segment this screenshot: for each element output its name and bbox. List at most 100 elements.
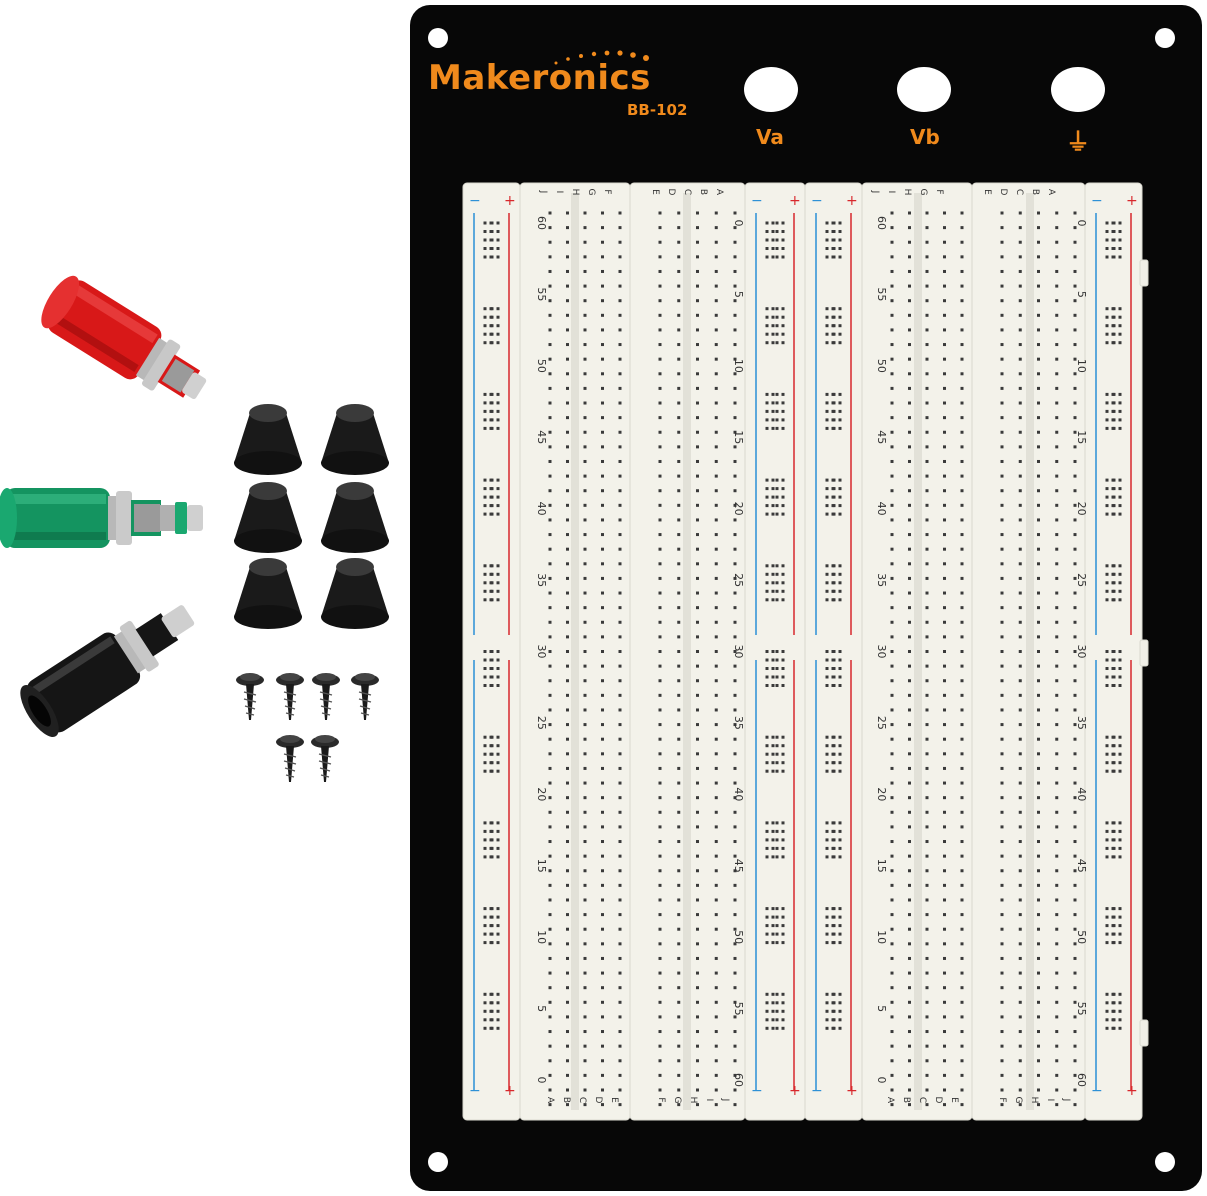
rail-hole (838, 915, 842, 919)
strip-hole (548, 1015, 552, 1019)
strip-hole (583, 533, 587, 537)
row-number: 40 (535, 502, 548, 516)
rail-hole (838, 675, 842, 679)
rail-hole (781, 581, 785, 585)
rail-hole (1118, 932, 1122, 936)
rail-hole (781, 744, 785, 748)
rail-hole (825, 1009, 829, 1013)
rail-hole (1112, 769, 1116, 773)
strip-hole (1073, 416, 1077, 420)
strip-hole (943, 723, 946, 727)
strip-hole (1037, 591, 1040, 595)
rail-hole (1112, 667, 1116, 670)
strip-hole (566, 547, 569, 551)
strip-hole (1055, 503, 1059, 507)
strip-hole (890, 547, 894, 551)
rail-hole (1112, 761, 1116, 765)
rail-minus-label: − (1091, 1083, 1103, 1099)
rail-hole (775, 1001, 779, 1005)
rail-hole (1112, 752, 1116, 756)
strip-hole (1037, 810, 1040, 814)
strip-hole (960, 766, 964, 770)
strip-hole (677, 401, 681, 405)
strip-hole (1055, 810, 1059, 814)
rail-hole (483, 332, 487, 336)
strip-hole (890, 240, 894, 244)
strip-hole (677, 708, 681, 712)
rail-hole (1118, 846, 1122, 850)
strip-hole (925, 401, 929, 405)
strip-hole (1073, 927, 1077, 931)
rail-hole (832, 341, 836, 345)
strip-hole (658, 226, 662, 230)
rail-hole (765, 1026, 769, 1030)
rail-hole (1105, 572, 1109, 576)
strip-hole (696, 445, 699, 449)
strip-hole (960, 796, 964, 800)
strip-hole (714, 1044, 718, 1048)
rail-hole (1105, 589, 1109, 593)
strip-hole (566, 489, 569, 493)
rail-hole (832, 418, 836, 422)
rail-hole (1118, 735, 1122, 739)
center-channel (683, 193, 691, 1110)
strip-hole (618, 357, 622, 361)
strip-hole (583, 445, 587, 449)
rail-hole (775, 675, 779, 679)
strip-hole (677, 1044, 681, 1048)
strip-hole (696, 620, 699, 624)
strip-hole (1018, 635, 1022, 639)
rail-hole (825, 495, 829, 499)
strip-hole (548, 898, 552, 902)
strip-hole (658, 533, 662, 537)
rail-hole (483, 1018, 487, 1022)
strip-hole (960, 883, 964, 887)
strip-hole (1055, 1103, 1059, 1107)
strip-hole (890, 620, 894, 624)
rail-hole (781, 667, 785, 670)
rail-hole (832, 915, 836, 919)
rail-hole (1118, 221, 1122, 225)
strip-hole (733, 679, 737, 683)
rail-hole (775, 581, 779, 585)
strip-hole (890, 796, 894, 800)
rail-hole (1105, 667, 1109, 670)
strip-hole (1018, 1000, 1022, 1004)
rail-hole (781, 307, 785, 311)
strip-hole (943, 430, 946, 434)
strip-hole (658, 299, 662, 303)
strip-hole (677, 606, 681, 610)
strip-hole (1000, 664, 1004, 668)
strip-hole (1000, 854, 1004, 858)
strip-hole (890, 1030, 894, 1034)
rail-hole (483, 392, 487, 396)
rail-plus-label: + (846, 193, 858, 209)
strip-hole (696, 693, 699, 697)
rail-hole (1105, 392, 1109, 396)
strip-hole (548, 737, 552, 741)
strip-hole (714, 810, 718, 814)
strip-hole (1037, 240, 1040, 244)
rail-hole (825, 1026, 829, 1030)
strip-hole (890, 1073, 894, 1077)
rail-hole (765, 564, 769, 568)
rail-hole (771, 1018, 775, 1022)
rail-hole (1105, 752, 1109, 756)
strip-hole (658, 898, 662, 902)
strip-hole (890, 226, 894, 230)
rail-hole (765, 1018, 769, 1022)
strip-hole (890, 781, 894, 785)
rail-hole (838, 504, 842, 508)
strip-hole (1055, 445, 1059, 449)
strip-hole (548, 269, 552, 273)
rail-hole (496, 658, 500, 662)
column-letter: J (720, 1098, 730, 1102)
strip-hole (658, 723, 662, 727)
rail-hole (490, 589, 494, 593)
strip-hole (1037, 927, 1040, 931)
screw (351, 673, 379, 720)
strip-hole (618, 635, 622, 639)
rail-hole (838, 735, 842, 739)
strip-hole (1018, 255, 1022, 259)
strip-hole (943, 606, 946, 610)
